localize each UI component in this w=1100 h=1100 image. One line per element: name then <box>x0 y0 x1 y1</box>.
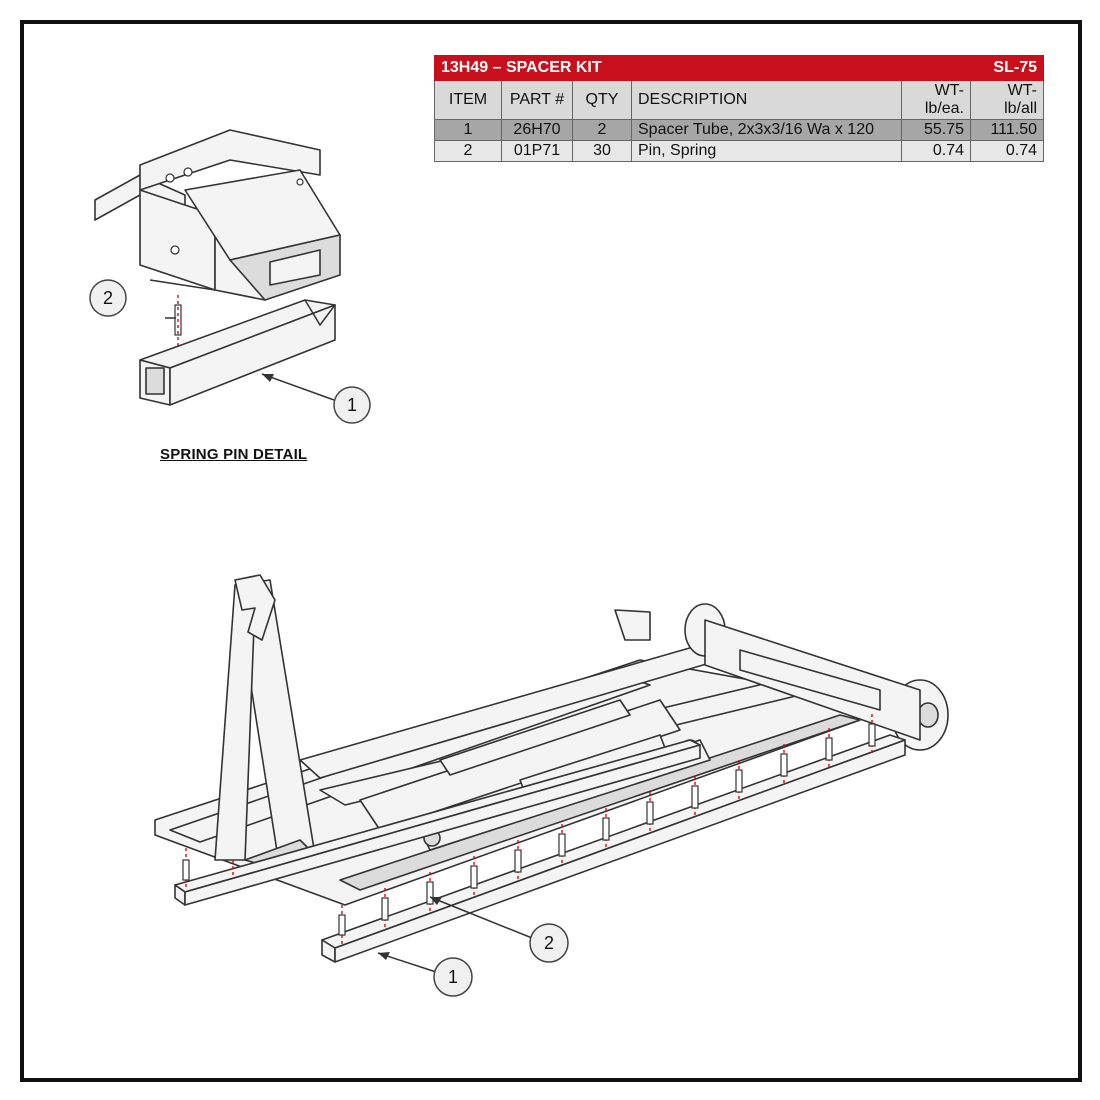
callout-detail-tube: 1 <box>333 386 371 424</box>
kit-title: 13H49 – SPACER KIT <box>434 55 902 81</box>
cell-description: Spacer Tube, 2x3x3/16 Wa x 120 <box>631 119 902 141</box>
main-spring-pins <box>182 714 876 945</box>
table-row: 2 01P71 30 Pin, Spring 0.74 0.74 <box>434 140 1044 162</box>
svg-text:2: 2 <box>103 288 113 308</box>
main-leader-tube-arrow <box>378 952 390 960</box>
header-wt-each: WT-lb/ea. <box>901 80 971 120</box>
table-row: 1 26H70 2 Spacer Tube, 2x3x3/16 Wa x 120… <box>434 119 1044 141</box>
parts-table: 13H49 – SPACER KIT SL-75 ITEM PART # QTY… <box>434 55 1044 162</box>
header-wt-all: WT-lb/all <box>970 80 1044 120</box>
cell-part: 01P71 <box>501 140 573 162</box>
main-spacer-tube-front <box>321 734 906 963</box>
cell-wt-each: 0.74 <box>901 140 971 162</box>
main-spacer-tube-rear <box>174 739 701 906</box>
callout-main-pin: 2 <box>529 923 569 963</box>
svg-text:1: 1 <box>347 395 357 415</box>
callout-detail-pin: 2 <box>89 279 127 317</box>
detail-mount-bracket <box>94 129 341 301</box>
svg-text:1: 1 <box>448 967 458 987</box>
cell-wt-each: 55.75 <box>901 119 971 141</box>
header-part: PART # <box>501 80 573 120</box>
header-item: ITEM <box>434 80 502 120</box>
detail-leader-tube <box>261 373 335 401</box>
main-leader-pin <box>429 896 533 939</box>
table-title-row: 13H49 – SPACER KIT SL-75 <box>434 55 1044 81</box>
svg-text:2: 2 <box>544 933 554 953</box>
table-header-row: ITEM PART # QTY DESCRIPTION WT-lb/ea. WT… <box>434 80 1044 120</box>
cell-description: Pin, Spring <box>631 140 902 162</box>
cell-item: 2 <box>434 140 502 162</box>
roller-assembly <box>614 603 949 751</box>
kit-code: SL-75 <box>901 55 1044 81</box>
cell-part: 26H70 <box>501 119 573 141</box>
cell-wt-all: 0.74 <box>970 140 1044 162</box>
detail-caption: SPRING PIN DETAIL <box>160 446 308 463</box>
header-qty: QTY <box>572 80 632 120</box>
main-leader-pin-arrow <box>430 897 442 905</box>
detail-spacer-tube <box>139 299 336 406</box>
header-description: DESCRIPTION <box>631 80 902 120</box>
cell-wt-all: 111.50 <box>970 119 1044 141</box>
cell-qty: 30 <box>572 140 632 162</box>
detail-leader-tube-arrow <box>262 374 274 382</box>
callout-main-tube: 1 <box>433 957 473 997</box>
cell-item: 1 <box>434 119 502 141</box>
cell-qty: 2 <box>572 119 632 141</box>
